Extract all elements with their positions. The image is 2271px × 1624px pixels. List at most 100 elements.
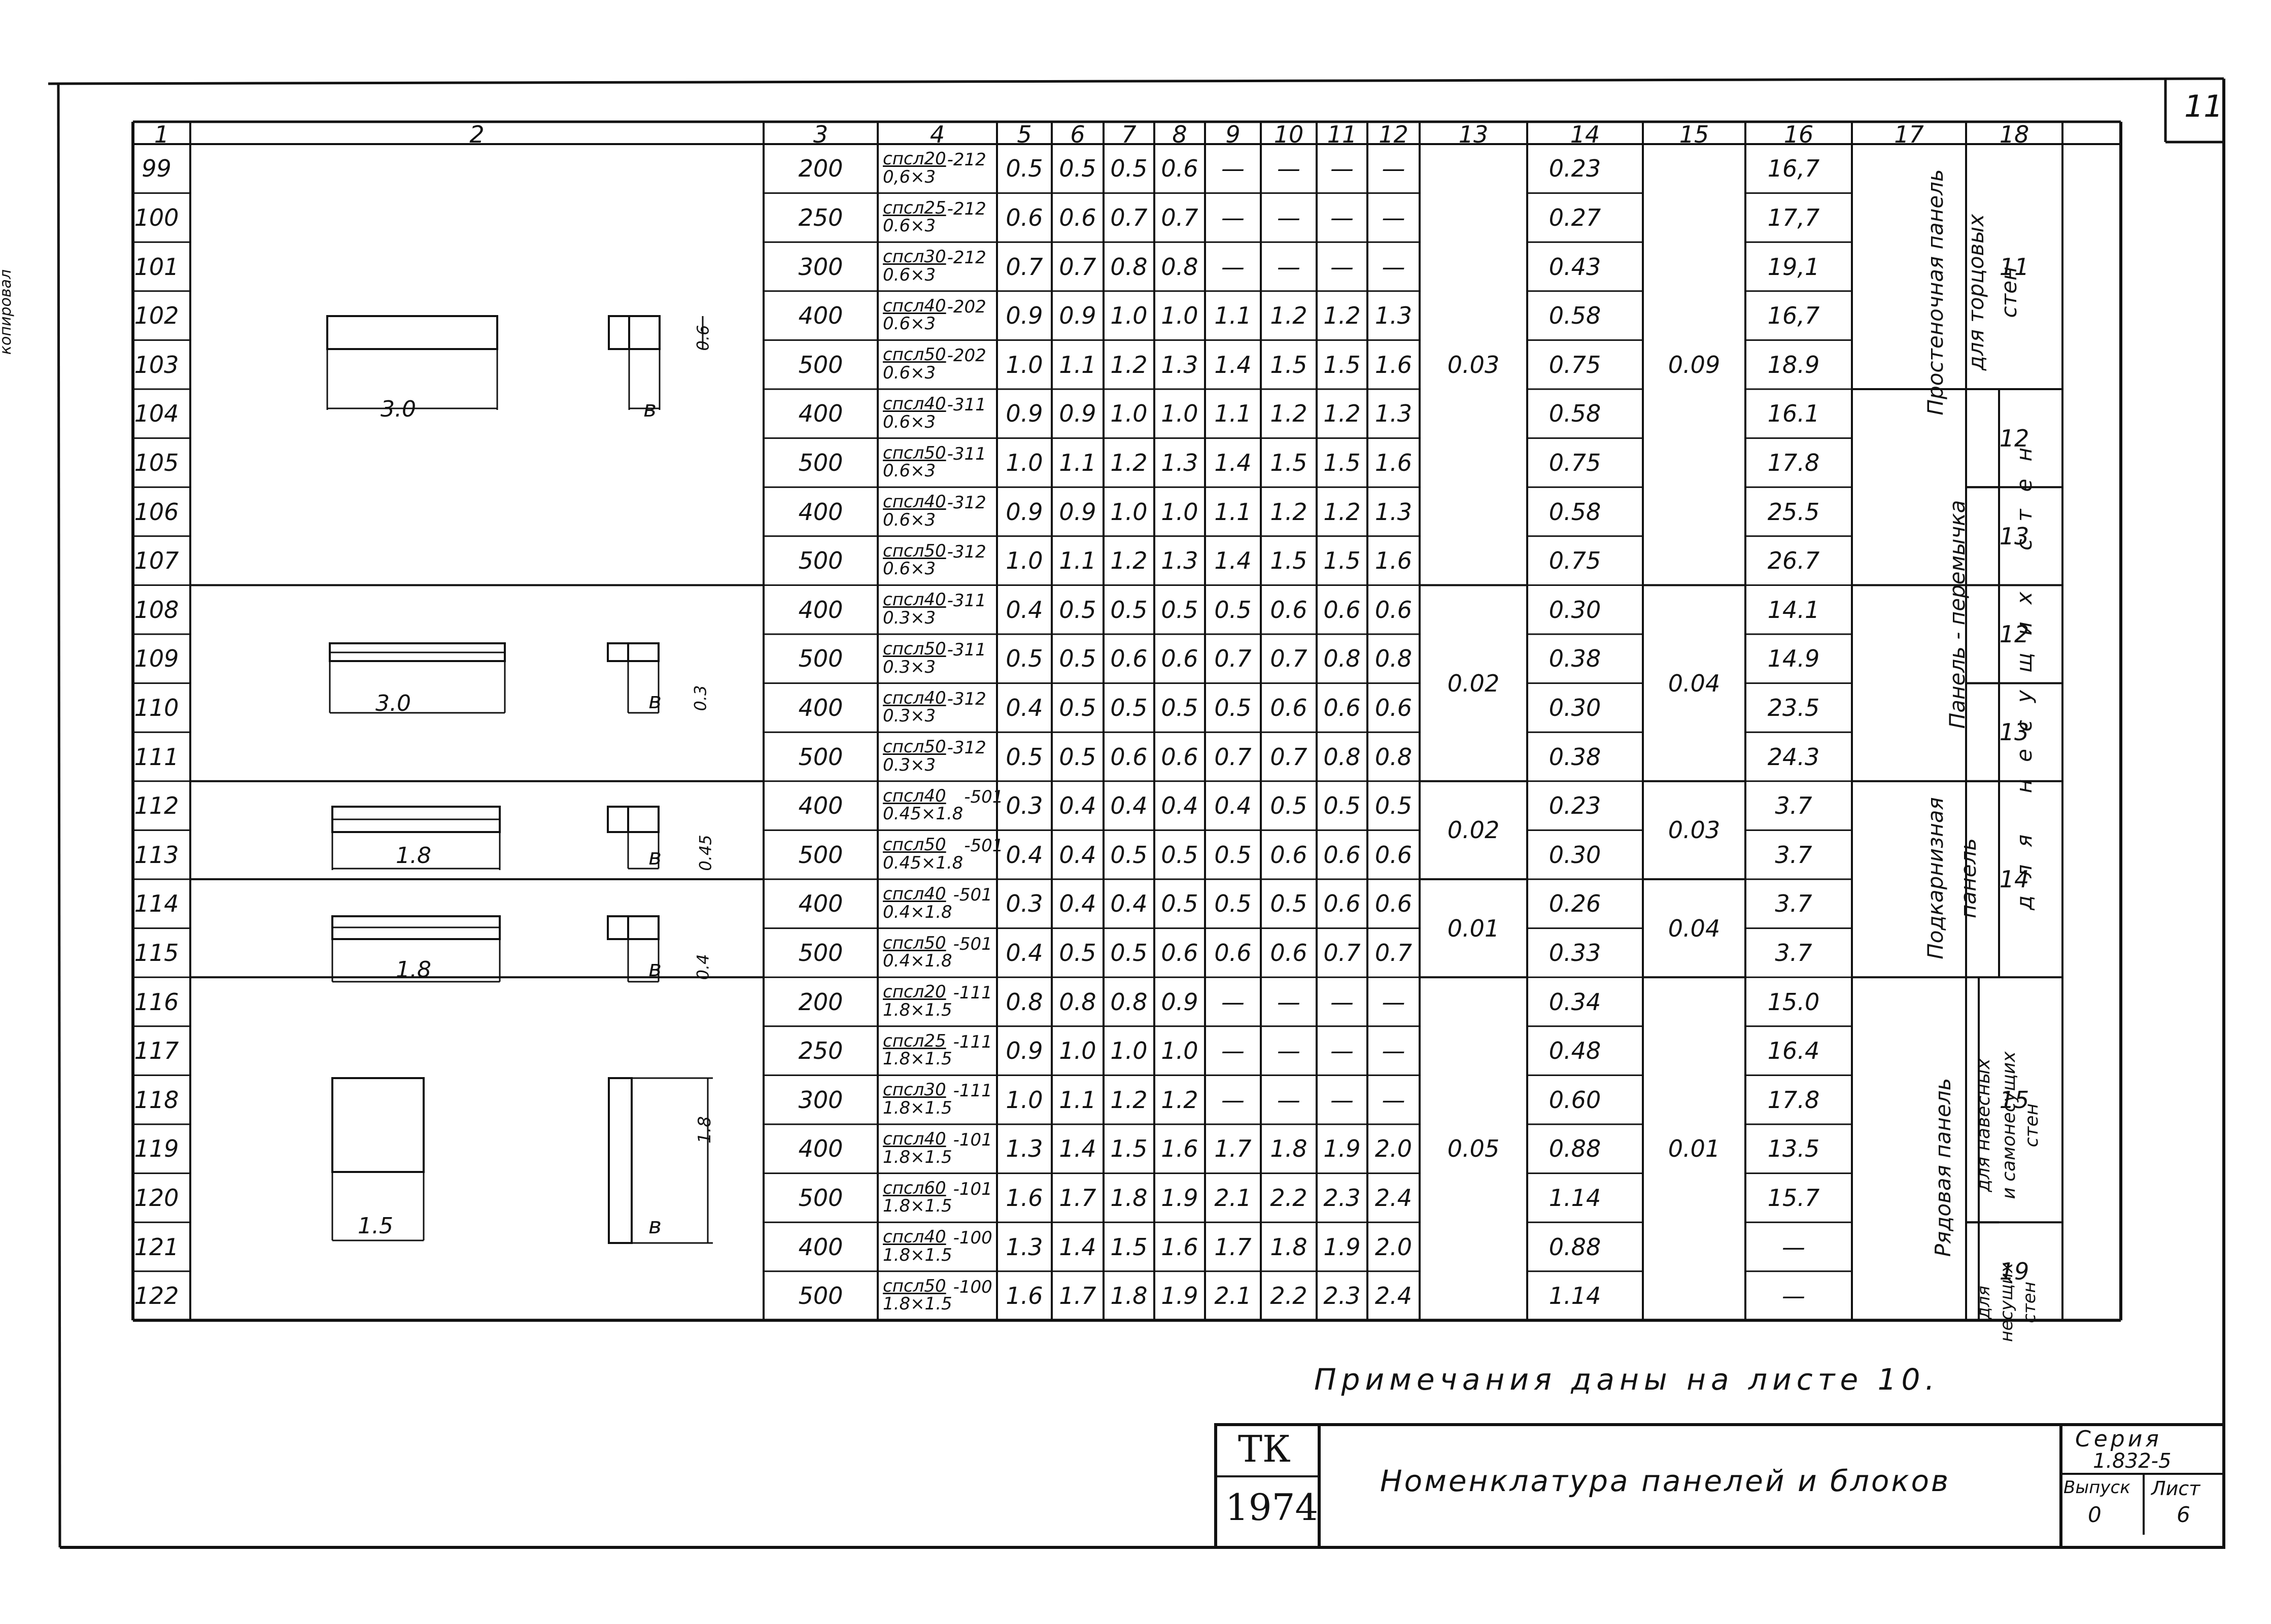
value-cell: 1.0 [1110, 400, 1148, 428]
value-cell: 0.9 [1006, 302, 1043, 330]
col16-value: 19,1 [1767, 253, 1820, 281]
col13-value: 0.05 [1447, 1135, 1500, 1163]
value-cell: 0.8 [1059, 988, 1096, 1016]
value-cell: 1.3 [1006, 1233, 1043, 1261]
value-cell: 0.6 [1323, 596, 1361, 624]
value-cell: 0.5 [1214, 890, 1252, 918]
value-cell: 1.7 [1059, 1282, 1096, 1310]
value-cell: — [1277, 203, 1300, 231]
length-value: 400 [798, 1233, 843, 1261]
value-cell: 0.5 [1270, 890, 1307, 918]
row-number: 106 [134, 498, 179, 526]
value-cell: 1.5 [1323, 351, 1361, 378]
col16-value: 14.9 [1767, 645, 1820, 673]
value-cell: 0.8 [1006, 988, 1043, 1016]
col18-sheet-ref: 11 [1999, 253, 2029, 281]
col15-value: 0.09 [1668, 351, 1721, 378]
col14-value: 0.60 [1549, 1086, 1601, 1114]
length-value: 300 [798, 253, 843, 281]
row-number: 101 [134, 253, 179, 281]
value-cell: 1.6 [1374, 448, 1413, 476]
value-cell: 0.8 [1374, 645, 1413, 673]
col14-value: 0.75 [1549, 351, 1601, 378]
column-header: 7 [1121, 121, 1137, 148]
row-number: 112 [134, 792, 179, 820]
value-cell: 1.1 [1059, 448, 1096, 476]
value-cell: 0.7 [1214, 645, 1252, 673]
value-cell: 1.7 [1214, 1233, 1252, 1261]
value-cell: 1.2 [1323, 498, 1361, 526]
value-cell: 0.6 [1006, 203, 1043, 231]
value-cell: 2.1 [1214, 1184, 1252, 1212]
value-cell: 0.6 [1161, 743, 1198, 771]
value-cell: 1.3 [1374, 400, 1413, 428]
notes-reference: Примечания даны на листе 10. [1314, 1362, 1940, 1397]
series-value: 1.832-5 [2093, 1449, 2172, 1473]
col14-value: 0.75 [1549, 547, 1601, 575]
sketch2-height: 0.3 [691, 685, 710, 711]
col16-value: 3.7 [1775, 841, 1812, 869]
col16-value: 15.0 [1767, 988, 1820, 1016]
value-cell: 0.5 [1323, 792, 1361, 820]
column-header: 2 [469, 121, 485, 148]
col14-value: 0.26 [1549, 890, 1601, 918]
value-cell: 0.6 [1270, 596, 1307, 624]
value-cell: 0.8 [1161, 253, 1198, 281]
row-number: 113 [134, 841, 179, 869]
sketch3-width: в [648, 844, 662, 870]
value-cell: 0.9 [1059, 400, 1096, 428]
col16-value: 24.3 [1767, 743, 1820, 771]
value-cell: — [1330, 1037, 1354, 1065]
column-header: 10 [1274, 121, 1304, 148]
col13-value: 0.02 [1447, 816, 1500, 844]
value-cell: 0.5 [1059, 694, 1096, 721]
value-cell: 0.6 [1374, 694, 1413, 721]
row-number: 110 [134, 694, 179, 721]
value-cell: 0.5 [1110, 841, 1148, 869]
length-value: 400 [798, 694, 843, 721]
value-cell: 0.6 [1270, 841, 1307, 869]
value-cell: 1.6 [1006, 1184, 1043, 1212]
value-cell: 0.6 [1161, 155, 1198, 183]
col16-value: 15.7 [1767, 1184, 1820, 1212]
value-cell: — [1221, 253, 1245, 281]
col16-value: 3.7 [1775, 890, 1812, 918]
value-cell: 0.5 [1161, 841, 1198, 869]
value-cell: 1.2 [1110, 547, 1148, 575]
value-cell: 0.7 [1110, 203, 1148, 231]
value-cell: 1.0 [1161, 498, 1198, 526]
column-header: 13 [1458, 121, 1489, 148]
value-cell: 1.0 [1110, 302, 1148, 330]
col14-value: 0.30 [1549, 596, 1601, 624]
tk-label: ТК [1238, 1428, 1291, 1470]
value-cell: 0.9 [1006, 498, 1043, 526]
col14-value: 0.58 [1549, 498, 1601, 526]
length-value: 400 [798, 792, 843, 820]
column-header: 5 [1017, 121, 1032, 148]
value-cell: 1.1 [1059, 351, 1096, 378]
column-header: 14 [1570, 121, 1600, 148]
col14-value: 0.43 [1549, 253, 1601, 281]
value-cell: 1.4 [1214, 547, 1252, 575]
label-lintel-panel: Панель - перемычка [1945, 500, 1970, 729]
value-cell: 0.7 [1270, 743, 1307, 771]
length-value: 500 [798, 645, 843, 673]
value-cell: 1.0 [1161, 1037, 1198, 1065]
label-bearing-1: для [1974, 1286, 1994, 1319]
value-cell: 1.1 [1059, 1086, 1096, 1114]
sketch3-height: 0.45 [696, 835, 715, 871]
value-cell: 0.4 [1110, 890, 1148, 918]
value-cell: 0.5 [1006, 743, 1043, 771]
value-cell: 1.2 [1110, 1086, 1148, 1114]
col16-value: 17,7 [1767, 203, 1820, 231]
sketch3-length: 1.8 [396, 843, 431, 869]
value-cell: 1.5 [1270, 547, 1307, 575]
label-for-load-bearing: для несущих стен [2012, 430, 2037, 910]
length-value: 400 [798, 1135, 843, 1163]
value-cell: — [1382, 155, 1405, 183]
